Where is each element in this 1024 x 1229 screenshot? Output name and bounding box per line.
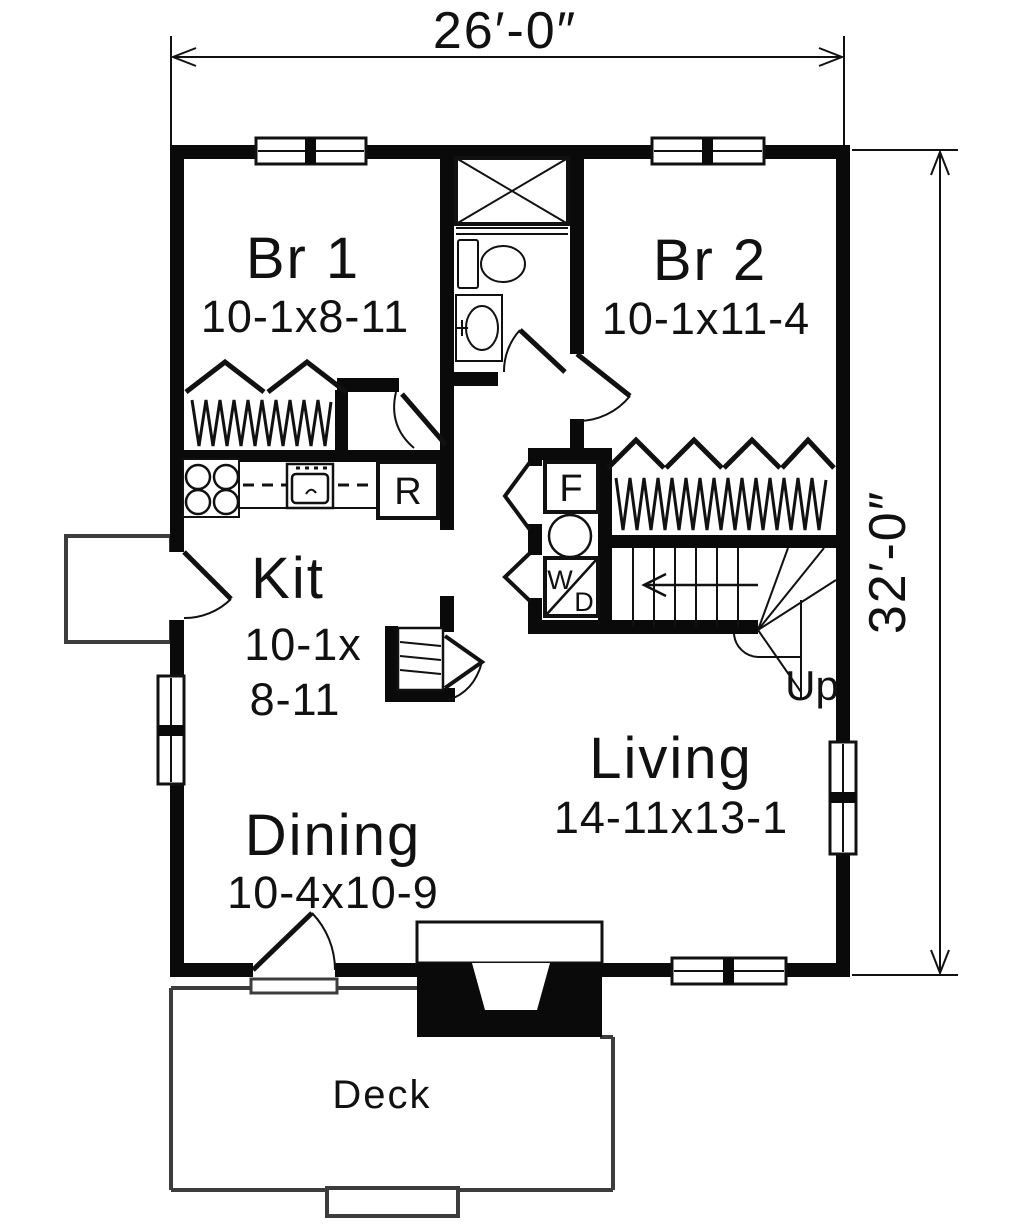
dining-deck-door	[251, 911, 337, 972]
interior-walls	[184, 159, 836, 702]
kit-label: Kit	[251, 546, 325, 611]
kitchen-fixtures	[182, 458, 440, 520]
bathroom-door	[502, 328, 567, 374]
entry-door	[182, 550, 233, 620]
living-bottom-window	[670, 956, 788, 986]
labels: Br 1 10-1x8-11 Br 2 10-1x11-4 Kit 10-1x …	[201, 226, 839, 1117]
dining-door-gap	[253, 961, 335, 979]
stairs	[632, 547, 837, 700]
pantry	[396, 626, 486, 701]
dining-door-threshold	[249, 977, 339, 995]
cooktop-icon	[182, 458, 240, 518]
utility-bifold-doors	[502, 460, 532, 603]
closets	[184, 358, 836, 531]
kit-size-2: 8-11	[250, 674, 341, 725]
windows	[156, 136, 858, 986]
br2-closet-bifold	[606, 436, 836, 470]
br1-closet-bifold	[184, 358, 348, 394]
pantry-door	[443, 634, 486, 690]
refrigerator-label: R	[394, 471, 421, 513]
oven-icon	[285, 462, 335, 510]
refrigerator-box	[376, 460, 440, 520]
washer-dryer-box	[543, 556, 600, 618]
furnace-box	[543, 460, 600, 514]
br2-size: 10-1x11-4	[602, 293, 810, 344]
br1-label: Br 1	[246, 226, 360, 291]
sink-icon	[455, 294, 503, 362]
kitchen-left-window	[156, 674, 186, 786]
dimension-right-text: 32′-0″	[859, 490, 917, 634]
living-right-window	[828, 740, 858, 856]
living-label: Living	[589, 726, 753, 791]
dimension-right	[852, 149, 958, 976]
stoop	[64, 534, 173, 644]
br2-window	[650, 136, 766, 166]
br1-window	[254, 136, 368, 166]
br1-door	[393, 391, 448, 449]
shower-icon	[454, 156, 570, 235]
doors	[182, 328, 632, 972]
br1-size: 10-1x8-11	[201, 291, 409, 342]
br1-closet-rod	[190, 399, 333, 447]
dining-label: Dining	[245, 803, 421, 868]
dimension-top-text: 26′-0″	[433, 2, 577, 60]
deck-step	[325, 1186, 460, 1218]
fireplace	[415, 920, 604, 1037]
utility-fixtures	[543, 460, 600, 618]
furnace-label: F	[559, 468, 582, 510]
br2-closet-rod	[614, 477, 828, 531]
toilet-icon	[457, 239, 526, 289]
entry-door-gap	[168, 552, 186, 620]
dining-size: 10-4x10-9	[227, 867, 439, 918]
stairs-up-arrow	[641, 572, 758, 598]
living-size: 14-11x13-1	[554, 792, 788, 843]
up-label: Up	[785, 662, 839, 709]
hearth	[415, 920, 604, 965]
deck-label: Deck	[332, 1073, 431, 1117]
water-heater-icon	[547, 513, 593, 559]
dryer-label: D	[574, 587, 594, 617]
dimension-top	[170, 36, 845, 145]
washer-label: W	[547, 565, 573, 595]
firebox	[472, 963, 550, 1010]
bathroom-fixtures	[454, 156, 570, 362]
kit-size-1: 10-1x	[244, 619, 362, 670]
br2-door	[575, 352, 632, 423]
br2-label: Br 2	[653, 228, 767, 293]
